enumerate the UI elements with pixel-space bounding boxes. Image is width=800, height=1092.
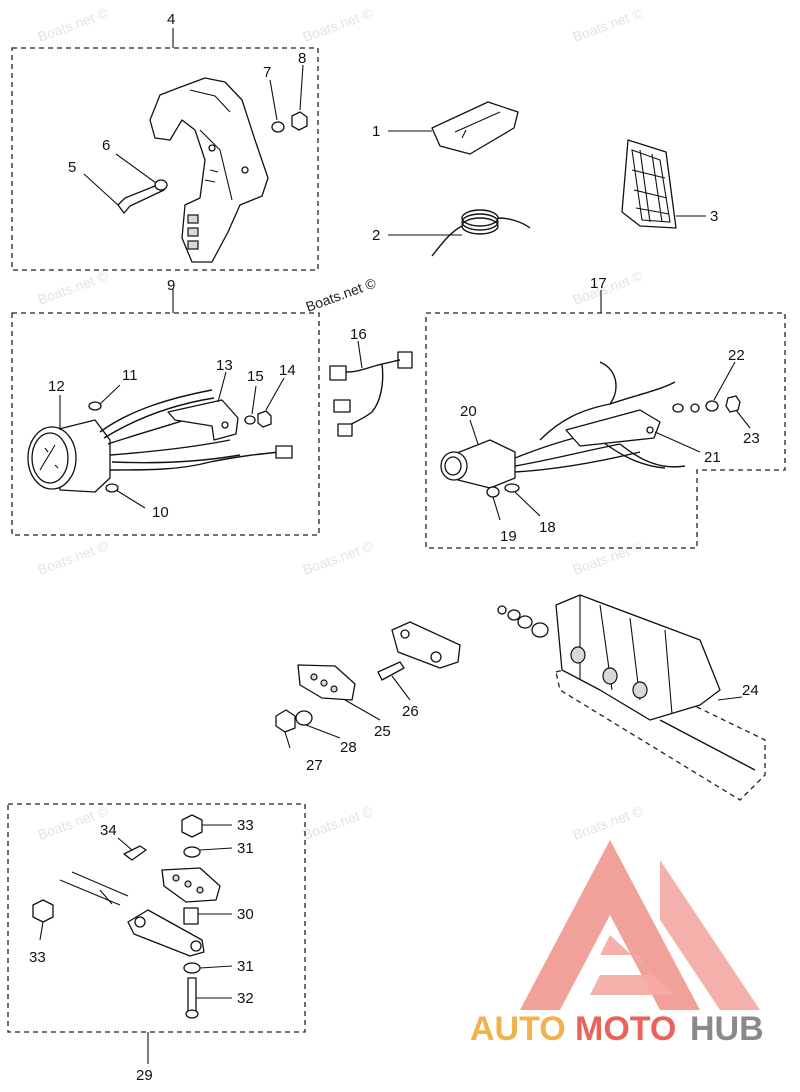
group-9-box xyxy=(11,312,320,536)
callout-24: 24 xyxy=(742,682,759,699)
bracket-21 xyxy=(565,409,661,447)
cable-2 xyxy=(431,217,531,257)
bracket-13 xyxy=(167,399,239,441)
callout-16: 16 xyxy=(350,326,367,343)
arm xyxy=(127,909,205,957)
stud-26 xyxy=(377,661,405,681)
nut-8 xyxy=(291,111,308,131)
tiller-mount: 24 26 25 27 28 xyxy=(275,594,766,801)
callout-10: 10 xyxy=(152,504,169,521)
center-watermark: Boats.net © xyxy=(304,274,379,314)
callout-34: 34 xyxy=(100,822,117,839)
logo-moto: MOTO xyxy=(575,1010,676,1048)
watermark: Boats.net © xyxy=(571,267,646,307)
callout-12: 12 xyxy=(48,378,65,395)
group-17: 17 20 22 23 21 19 18 xyxy=(425,275,786,549)
group-29-label: 29 xyxy=(136,1067,153,1084)
nut-33-top xyxy=(181,814,203,838)
callout-30: 30 xyxy=(237,906,254,923)
callout-15: 15 xyxy=(247,368,264,385)
link-head xyxy=(391,621,461,669)
washer-31-top xyxy=(183,846,201,858)
logo-hub: HUB xyxy=(690,1010,764,1048)
group-4: 4 5 6 7 8 xyxy=(11,11,319,271)
group-4-label: 4 xyxy=(167,11,175,28)
callout-27: 27 xyxy=(306,757,323,774)
callout-20: 20 xyxy=(460,403,477,420)
logo-auto: AUTO xyxy=(470,1010,566,1048)
callout-18: 18 xyxy=(539,519,556,536)
callout-31-top: 31 xyxy=(237,840,254,857)
callout-33-top: 33 xyxy=(237,817,254,834)
group-29: 29 33 31 30 31 xyxy=(7,803,306,1084)
washer-31-bottom xyxy=(183,962,201,974)
harness-connector xyxy=(329,365,347,381)
group-17-box xyxy=(425,312,786,549)
loose-parts: 1 2 3 xyxy=(372,101,718,257)
bolt-34 xyxy=(123,845,147,861)
washer-15 xyxy=(244,415,256,425)
callout-6: 6 xyxy=(102,137,110,154)
watermark: Boats.net © xyxy=(36,267,111,307)
watermark: Boats.net © xyxy=(571,802,646,842)
group-9: 9 12 11 13 15 14 10 xyxy=(11,277,320,536)
callout-33-left: 33 xyxy=(29,949,46,966)
watermark: Boats.net © xyxy=(301,537,376,577)
callout-2: 2 xyxy=(372,227,380,244)
callout-22: 22 xyxy=(728,347,745,364)
automotohub-logo: AUTO MOTO HUB xyxy=(470,840,764,1048)
nut-14 xyxy=(257,410,272,428)
callout-5: 5 xyxy=(68,159,76,176)
callout-26: 26 xyxy=(402,703,419,720)
washer-22 xyxy=(705,400,719,412)
callout-32: 32 xyxy=(237,990,254,1007)
harness-16: 16 xyxy=(329,326,413,437)
callout-31-bottom: 31 xyxy=(237,958,254,975)
group-29-box xyxy=(7,803,306,1033)
callout-28: 28 xyxy=(340,739,357,756)
watermark: Boats.net © xyxy=(571,4,646,44)
callout-23: 23 xyxy=(743,430,760,447)
callout-11: 11 xyxy=(122,367,138,384)
nut-33-left xyxy=(32,899,54,923)
nut-27 xyxy=(275,709,296,733)
clip-10 xyxy=(105,483,119,493)
callout-7: 7 xyxy=(263,64,271,81)
watermark: Boats.net © xyxy=(571,537,646,577)
clip-11 xyxy=(88,401,102,411)
logo-triangle-icon xyxy=(520,840,700,1010)
callout-3: 3 xyxy=(710,208,718,225)
callout-25: 25 xyxy=(374,723,391,740)
watermark: Boats.net © xyxy=(301,4,376,44)
callout-21: 21 xyxy=(704,449,721,466)
callout-1: 1 xyxy=(372,123,380,140)
washer-28 xyxy=(295,710,313,726)
watermark: Boats.net © xyxy=(301,802,376,842)
pouch-1 xyxy=(431,101,519,155)
callout-14: 14 xyxy=(279,362,296,379)
washer-7 xyxy=(271,121,285,133)
group-17-label: 17 xyxy=(590,275,607,292)
washer-6 xyxy=(154,179,168,191)
connector xyxy=(275,445,293,459)
group-9-label: 9 xyxy=(167,277,175,294)
decal-3 xyxy=(621,139,677,229)
bracket-24 xyxy=(555,594,721,721)
part-19 xyxy=(486,486,500,498)
bushing-30 xyxy=(183,907,199,925)
part-18 xyxy=(504,483,520,493)
bracket xyxy=(149,77,269,263)
group-4-box xyxy=(11,47,319,271)
callout-13: 13 xyxy=(216,357,233,374)
bolt-32 xyxy=(187,977,197,1013)
callout-19: 19 xyxy=(500,528,517,545)
callout-8: 8 xyxy=(298,50,306,67)
nut-23 xyxy=(725,395,741,413)
watermark: Boats.net © xyxy=(36,537,111,577)
watermark: Boats.net © xyxy=(36,4,111,44)
